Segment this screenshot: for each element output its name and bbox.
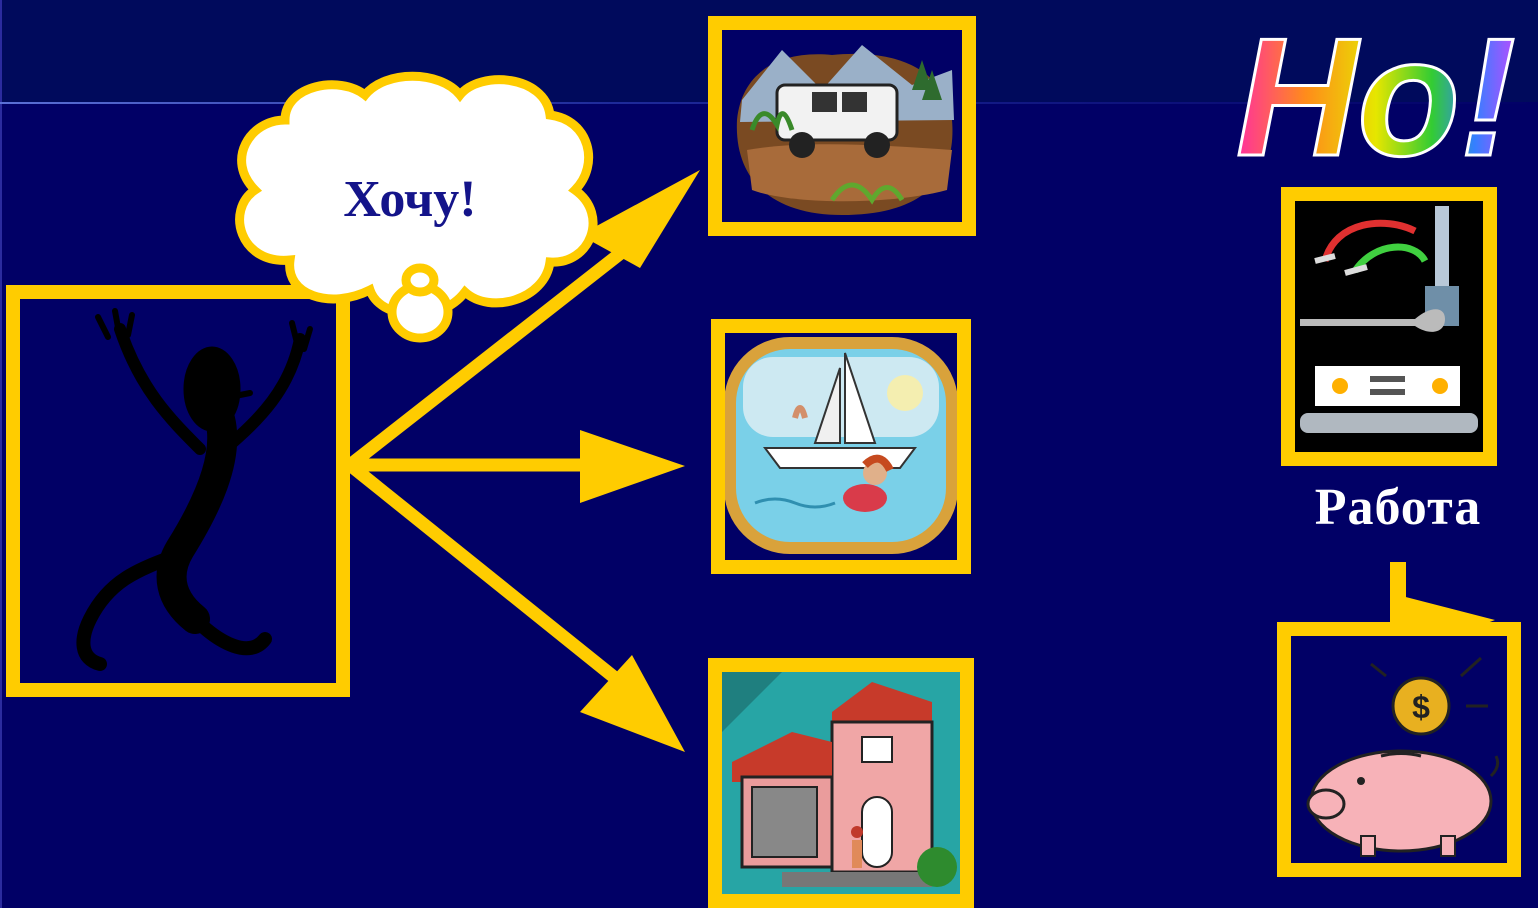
work-frame bbox=[1281, 187, 1497, 466]
piggy-bank-coin-icon: $ bbox=[1291, 636, 1507, 863]
tools-truck-icon bbox=[1295, 201, 1483, 452]
work-label: Работа bbox=[1280, 478, 1516, 537]
savings-frame: $ bbox=[1277, 622, 1521, 877]
svg-text:$: $ bbox=[1412, 689, 1430, 725]
title-text: Но! bbox=[1236, 3, 1516, 191]
